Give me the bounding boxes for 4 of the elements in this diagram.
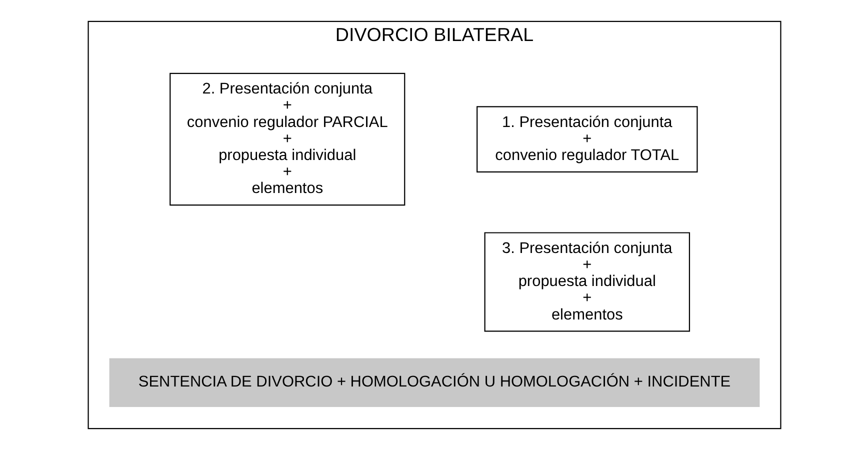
node-box: 3. Presentación conjunta + propuesta individual + elementos bbox=[484, 232, 690, 332]
node-box: SENTENCIA DE DIVORCIO + HOMOLOGACIÓN U HOMOLOGACIÓN + INCIDENTE bbox=[108, 358, 760, 407]
node-box: 2. Presentación conjunta + convenio regulador PARCIAL + propuesta individual + elementos bbox=[169, 72, 405, 206]
node-box: 1. Presentación conjunta + convenio regulador TOTAL bbox=[476, 106, 698, 172]
